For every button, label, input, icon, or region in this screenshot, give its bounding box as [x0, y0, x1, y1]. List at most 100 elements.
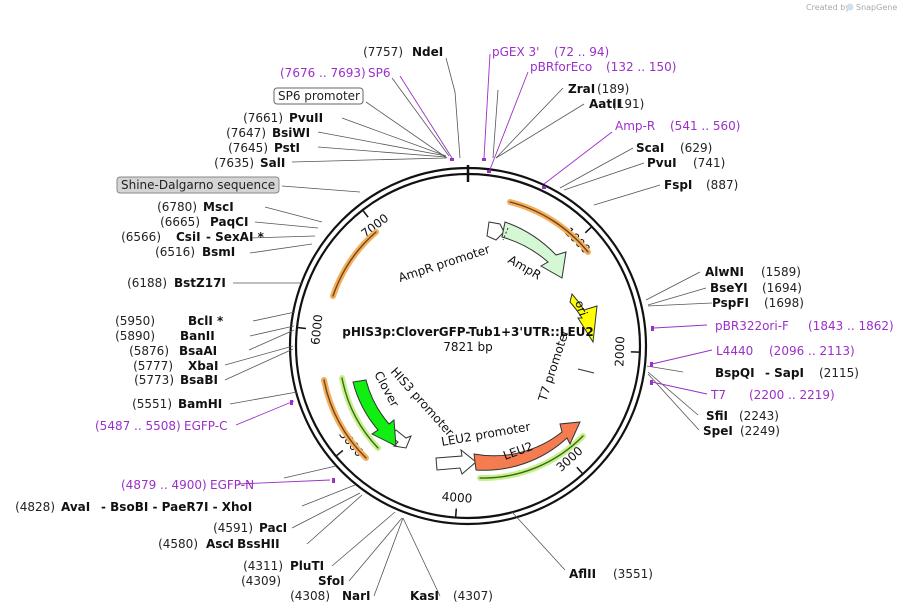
site-position: (1698) [764, 296, 804, 310]
site-position: (5890) [115, 329, 155, 343]
primer-name: SP6 [368, 66, 391, 80]
site-position: (1694) [762, 281, 802, 295]
primer-range: (5487 .. 5508) [95, 419, 181, 433]
tick-mark [362, 210, 369, 218]
site-position: (4828) [15, 500, 55, 514]
site-name: BanII [180, 329, 215, 343]
primer-name: pBRforEco [530, 60, 592, 74]
site-position: (741) [693, 156, 725, 170]
credit-brand: SnapGene [856, 3, 897, 12]
primer-name: Amp-R [615, 119, 655, 133]
site-position: (7757) [363, 45, 403, 59]
site-position: (6665) [160, 215, 200, 229]
primer-name: L4440 [716, 344, 753, 358]
site-extra: - BsoBI - PaeR7I - XhoI [101, 500, 252, 514]
site-position: (2249) [740, 424, 780, 438]
site-name: ScaI [636, 141, 664, 155]
site-position: (5773) [134, 373, 174, 387]
plasmid-name: pHIS3p:CloverGFP-Tub1+3'UTR::LEU2 [342, 325, 594, 339]
primer-name: EGFP-C [184, 419, 227, 433]
tick-label: 2000 [612, 336, 627, 367]
primer-range: (72 .. 94) [554, 45, 609, 59]
orange-bands [321, 199, 591, 461]
site-name: PluTI [290, 559, 324, 573]
site-position: (7645) [228, 141, 268, 155]
site-name: NarI [342, 589, 371, 603]
leu2-feature-arrow[interactable] [473, 421, 581, 471]
site-labels: (7757)NdeI(7661)PvuII(7647)BsiWI(7645)Ps… [15, 45, 894, 603]
site-name: AscI [206, 537, 234, 551]
site-name: PvuI [647, 156, 677, 170]
shine-dalgarno-box[interactable]: Shine-Dalgarno sequence [116, 176, 280, 194]
site-position: (4580) [158, 537, 198, 551]
site-position: (3551) [613, 567, 653, 581]
tick-label: 6000 [308, 314, 325, 346]
t7-promoter-label: T7 promoter [535, 328, 572, 404]
site-position: (6188) [127, 276, 167, 290]
primer-lines [235, 53, 713, 485]
site-name: SfoI [318, 574, 345, 588]
site-name: PaqCI [210, 215, 248, 229]
site-name: AatII [589, 97, 621, 111]
site-name: PacI [259, 521, 287, 535]
site-name: BsaBI [180, 373, 218, 387]
credit-text: Created by [806, 3, 850, 12]
primer-name: pBR322ori-F [715, 319, 789, 333]
ampr-promoter-arrow[interactable] [486, 221, 505, 241]
site-name: BclI * [188, 314, 224, 328]
leu2-promoter-arrow[interactable] [435, 448, 477, 475]
site-name: SpeI [703, 424, 733, 438]
site-position: (4307) [453, 589, 493, 603]
clover-feature-arrow[interactable] [352, 379, 397, 447]
site-position: (5876) [129, 344, 169, 358]
site-name: AflII [569, 567, 596, 581]
primer-range: (132 .. 150) [606, 60, 676, 74]
site-name: BstZ17I [174, 276, 226, 290]
sp6-promoter-box[interactable]: SP6 promoter [273, 87, 364, 105]
primer-range: (4879 .. 4900) [121, 478, 207, 492]
site-position: (1589) [761, 265, 801, 279]
tick-mark [336, 449, 344, 457]
site-name: FspI [664, 178, 692, 192]
site-name: NdeI [412, 45, 443, 59]
site-name: CsiI [176, 230, 201, 244]
ampr-feature-arrow[interactable] [501, 221, 567, 279]
site-position: (189) [597, 82, 629, 96]
primer-name: pGEX 3' [492, 45, 539, 59]
site-name: XbaI [188, 359, 218, 373]
tick-mark [576, 466, 583, 474]
snapgene-logo-icon [846, 3, 854, 11]
tick-mark [584, 226, 592, 234]
shine-dalgarno-label: Shine-Dalgarno sequence [121, 178, 275, 192]
credit: Created by SnapGene [806, 3, 897, 12]
site-position: (191) [612, 97, 644, 111]
plasmid-length: 7821 bp [443, 340, 493, 354]
primer-range: (541 .. 560) [670, 119, 740, 133]
site-position: (4311) [243, 559, 283, 573]
primer-name: EGFP-N [210, 478, 254, 492]
ori-label: ori [572, 299, 590, 318]
site-position: (5551) [132, 397, 172, 411]
site-name: BspQI [715, 366, 755, 380]
site-name: BamHI [178, 397, 222, 411]
site-position: (2115) [819, 366, 859, 380]
ori-feature-arrow[interactable] [569, 292, 598, 344]
primer-range: (2200 .. 2219) [749, 388, 835, 402]
site-position: (2243) [739, 409, 779, 423]
site-name: AvaI [61, 500, 90, 514]
site-extra: - SexAI * [206, 230, 265, 244]
site-name: PspFI [712, 296, 749, 310]
site-name: SfiI [706, 409, 728, 423]
site-extra: - BssHII [228, 537, 280, 551]
site-name: KasI [410, 589, 439, 603]
site-position: (7635) [214, 156, 254, 170]
site-name: PstI [274, 141, 300, 155]
site-position: (4591) [213, 521, 253, 535]
ampr-label: AmpR [506, 252, 544, 282]
site-position: (7661) [243, 111, 283, 125]
site-position: (4309) [241, 574, 281, 588]
site-position: (6516) [155, 245, 195, 259]
site-name: BsiWI [272, 126, 310, 140]
tick-mark [297, 326, 307, 330]
